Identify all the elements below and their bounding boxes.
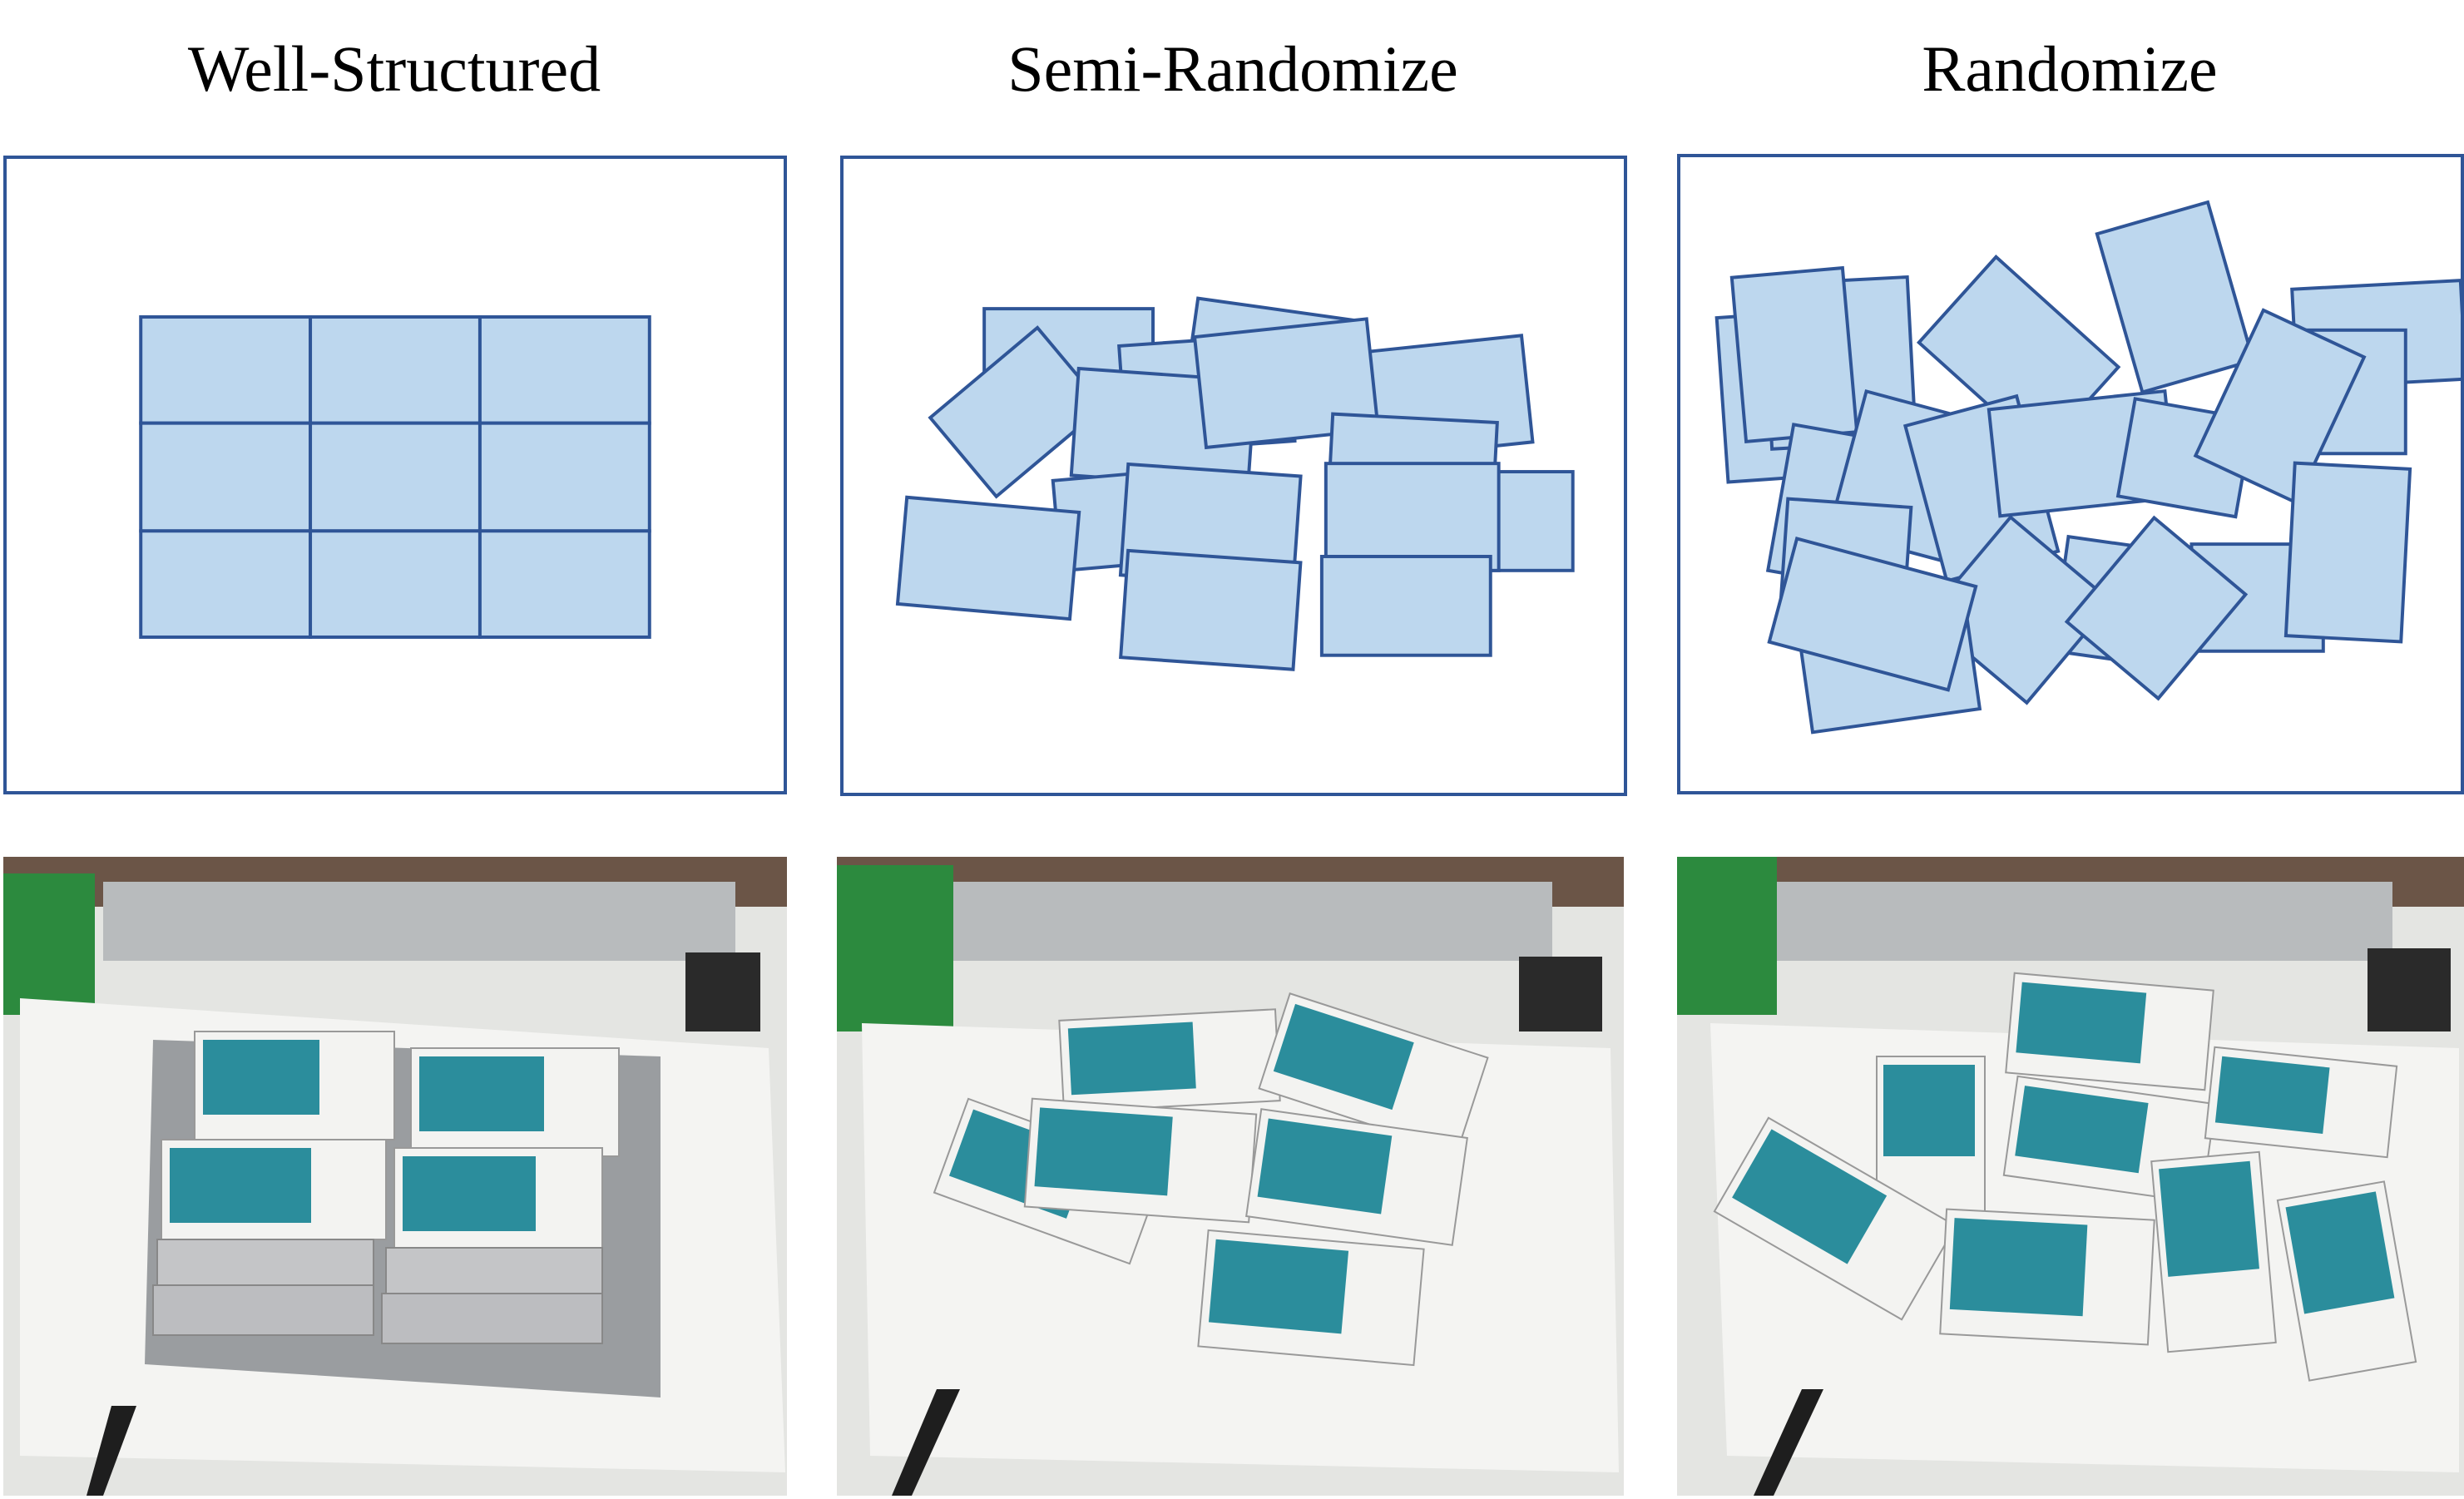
photo-scene-well-structured [3,857,787,1496]
diagram-randomize [1677,154,2464,794]
box-pile [895,296,1575,671]
random-layout-diagram [1714,200,2461,735]
diagram-semi-randomize [840,156,1627,796]
diagram-well-structured [3,156,787,794]
photo-semi-randomize [837,857,1624,1496]
column-title-semi-randomize: Semi-Randomize [1007,32,1458,105]
column-title-randomize: Randomize [1922,32,2218,105]
semi-random-layout-diagram [895,296,1575,671]
arduino-box-stack [152,1031,620,1344]
photo-well-structured [3,857,787,1496]
box-pile [1714,200,2461,735]
column-title-well-structured: Well-Structured [187,32,601,105]
photo-scene-semi-randomize [837,857,1624,1496]
arduino-box-pile [1713,972,2417,1382]
box-grid [139,315,651,639]
photo-randomize [1677,857,2464,1496]
photo-scene-randomize [1677,857,2464,1496]
arduino-box-pile [933,992,1489,1367]
grid-layout-diagram [139,315,651,639]
